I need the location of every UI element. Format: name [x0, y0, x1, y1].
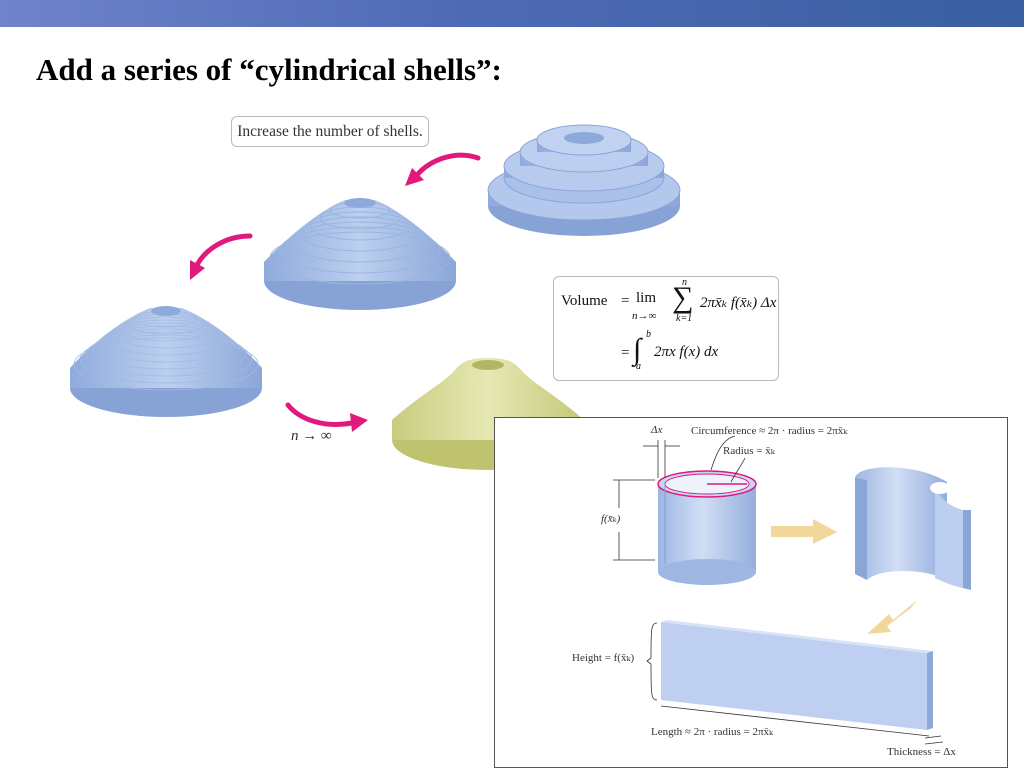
curved-arrow-icon [285, 402, 368, 432]
increase-shells-callout: Increase the number of shells. [231, 116, 429, 147]
integral-upper-limit: b [646, 329, 651, 340]
curved-arrow-icon [405, 152, 481, 186]
sum-term: 2πx̄ₖ f(x̄ₖ) Δx [700, 295, 777, 311]
circumference-label: Circumference ≈ 2π · radius = 2πx̄ₖ [691, 425, 848, 437]
equals-sign: = [621, 293, 630, 309]
integral-lower-limit: a [636, 361, 641, 372]
unrolled-slab [661, 620, 933, 730]
slide-title: Add a series of “cylindrical shells”: [36, 52, 502, 87]
cylindrical-shell [657, 470, 757, 585]
stepped-solid-few-shells [487, 124, 681, 236]
slab-thickness-label: Thickness = Δx [887, 746, 956, 758]
radius-label: Radius = x̄ₖ [723, 445, 775, 457]
stepped-solid-many-shells [70, 306, 262, 417]
volume-formula-box: Volume = lim n→∞ ∑ n k=1 2πx̄ₖ f(x̄ₖ) Δx… [553, 276, 779, 381]
limit-label: n → ∞ [291, 428, 332, 444]
curved-arrow-icon [190, 233, 253, 280]
slab-dimension-marks [646, 622, 944, 745]
limit-subscript: n→∞ [632, 310, 657, 322]
sum-lower-limit: k=1 [676, 313, 693, 324]
sum-upper-limit: n [682, 277, 687, 288]
delta-x-label: Δx [651, 424, 663, 436]
equals-sign: = [621, 345, 630, 361]
cut-open-shell [855, 467, 971, 590]
shell-unroll-diagram [613, 435, 971, 745]
dimension-marks [613, 435, 746, 561]
summation-symbol: ∑ [672, 281, 694, 314]
top-banner [0, 0, 1024, 27]
stepped-solid-more-shells [264, 198, 456, 310]
slab-height-label: Height = f(x̄ₖ) [572, 652, 635, 664]
block-arrow-icon [771, 519, 837, 544]
slab-length-label: Length ≈ 2π · radius = 2πx̄ₖ [651, 726, 774, 738]
block-arrow-icon [867, 600, 917, 634]
shell-unroll-panel: Δx Circumference ≈ 2π · radius = 2πx̄ₖ R… [494, 417, 1008, 768]
volume-label: Volume [561, 293, 608, 309]
integral-term: 2πx f(x) dx [654, 344, 719, 360]
integral-symbol: ∫ [633, 333, 642, 366]
height-fx-label: f(x̄ₖ) [601, 513, 621, 525]
limit-operator: lim [636, 290, 657, 306]
